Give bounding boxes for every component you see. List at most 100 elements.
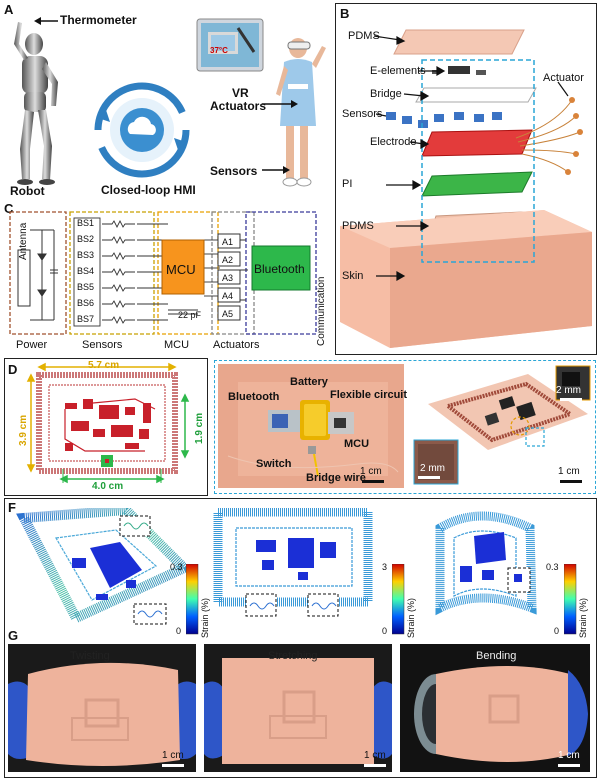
scale-bar-g1 (162, 764, 184, 767)
panel-d-letter: D (8, 362, 18, 377)
bs2: BS2 (77, 234, 95, 244)
scale-bar-g2 (364, 764, 386, 767)
layer-skin: Skin (342, 270, 364, 282)
bs7: BS7 (77, 314, 95, 324)
scale-e3-label: 2 mm (420, 463, 445, 474)
actuator-label: Actuator (543, 72, 584, 84)
scale-e4-label: 1 cm (558, 466, 580, 477)
closed-loop-label: Closed-loop HMI (101, 183, 196, 197)
vr-screen (196, 18, 264, 72)
human-arrows (262, 100, 298, 174)
mcu-label: MCU (166, 262, 196, 277)
sim-bending (435, 511, 537, 616)
antenna-label: Antenna (18, 222, 29, 260)
scale-g3-label: 1 cm (558, 750, 580, 761)
communication-label: Communication (316, 276, 327, 346)
layer-electrode: Electrode (370, 136, 417, 148)
layer-e-elements: E-elements (370, 65, 426, 77)
panel-g-letter: G (8, 628, 19, 643)
vr-label: VR (232, 86, 249, 100)
scale-e1-label: 1 cm (360, 466, 382, 477)
switch-label: Switch (256, 458, 292, 470)
group-actuators: Actuators (213, 339, 260, 351)
photo-bending (400, 644, 590, 772)
bluetooth-photo-label: Bluetooth (228, 391, 280, 403)
sim-stretching (213, 508, 373, 617)
scale-bar-e4 (560, 480, 582, 483)
scale-g2-label: 1 cm (364, 750, 386, 761)
scale-bar-e3 (418, 476, 440, 479)
a1: A1 (222, 237, 234, 247)
battery-label: Battery (290, 376, 328, 388)
title-twisting: Twisting (70, 650, 110, 662)
panel-b-frame (335, 3, 597, 355)
cbar1-min: 0 (176, 626, 182, 636)
scale-bar-g3 (558, 764, 580, 767)
layer-pi: PI (342, 178, 353, 190)
mcu-photo-label: MCU (344, 438, 370, 450)
robot-figure (14, 22, 58, 185)
actuators-label: Actuators (210, 99, 267, 113)
flexible-circuit-label: Flexible circuit (330, 389, 408, 401)
dim-inner-height: 1.9 cm (194, 412, 205, 444)
dim-height: 3.9 cm (18, 414, 29, 446)
bs5: BS5 (77, 282, 95, 292)
sim-twisting (16, 508, 186, 625)
capacitor-label: 22 pF (178, 310, 202, 320)
group-mcu: MCU (164, 339, 190, 351)
human-figure (276, 38, 326, 187)
bs4: BS4 (77, 266, 95, 276)
panel-fg-frame (4, 498, 597, 778)
robot-label: Robot (10, 184, 45, 198)
scale-bar-e1 (362, 480, 384, 483)
bs6: BS6 (77, 298, 95, 308)
panel-e-frame (214, 360, 596, 494)
panel-a-letter: A (4, 2, 14, 17)
photo-stretching (204, 644, 392, 772)
vr-temperature: 37°C (210, 46, 228, 55)
scale-g1-label: 1 cm (162, 750, 184, 761)
panel-c-letter: C (4, 201, 14, 216)
panel-d-frame (4, 358, 208, 496)
bs1: BS1 (77, 218, 95, 228)
cbar2-label: Strain (%) (406, 597, 416, 638)
a4: A4 (222, 291, 234, 301)
panel-b-letter: B (340, 6, 350, 21)
photo-twisting (8, 644, 196, 772)
cbar1-label: Strain (%) (200, 597, 210, 638)
colorbar-2 (392, 564, 405, 635)
layer-arrows (373, 35, 569, 282)
device-photo (218, 364, 404, 488)
bluetooth-label: Bluetooth (254, 262, 305, 276)
sensors-label: Sensors (210, 164, 258, 178)
layer-pdms-top: PDMS (348, 30, 380, 42)
title-stretching: Stretching (268, 650, 318, 662)
device-render (408, 364, 592, 488)
dim-inner-width: 4.0 cm (92, 481, 124, 492)
colorbar-3 (564, 564, 577, 635)
scale-bar-e2 (560, 398, 582, 401)
cbar1-max: 0.3 (170, 562, 183, 572)
a2: A2 (222, 255, 234, 265)
group-sensors: Sensors (82, 339, 123, 351)
bridge-wire-label: Bridge wire (306, 472, 366, 484)
cbar3-label: Strain (%) (578, 597, 588, 638)
bs3: BS3 (77, 250, 95, 260)
colorbar-1 (186, 564, 199, 635)
a5: A5 (222, 309, 234, 319)
group-power: Power (16, 339, 48, 351)
title-bending: Bending (476, 650, 517, 662)
cbar2-max: 3 (382, 562, 388, 572)
cbar3-max: 0.3 (546, 562, 559, 572)
scale-e2-label: 2 mm (556, 385, 581, 396)
layer-bridge: Bridge (370, 88, 402, 100)
dim-width: 5.7 cm (88, 360, 120, 371)
panel-f-letter: F (8, 500, 16, 515)
cbar2-min: 0 (382, 626, 388, 636)
circuit-diagram (9, 211, 317, 335)
layer-stack-illustration (340, 29, 592, 348)
thermometer-arrow (34, 17, 58, 25)
layer-sensors: Sensors (342, 108, 383, 120)
a3: A3 (222, 273, 234, 283)
layer-pdms-bottom: PDMS (342, 220, 374, 232)
